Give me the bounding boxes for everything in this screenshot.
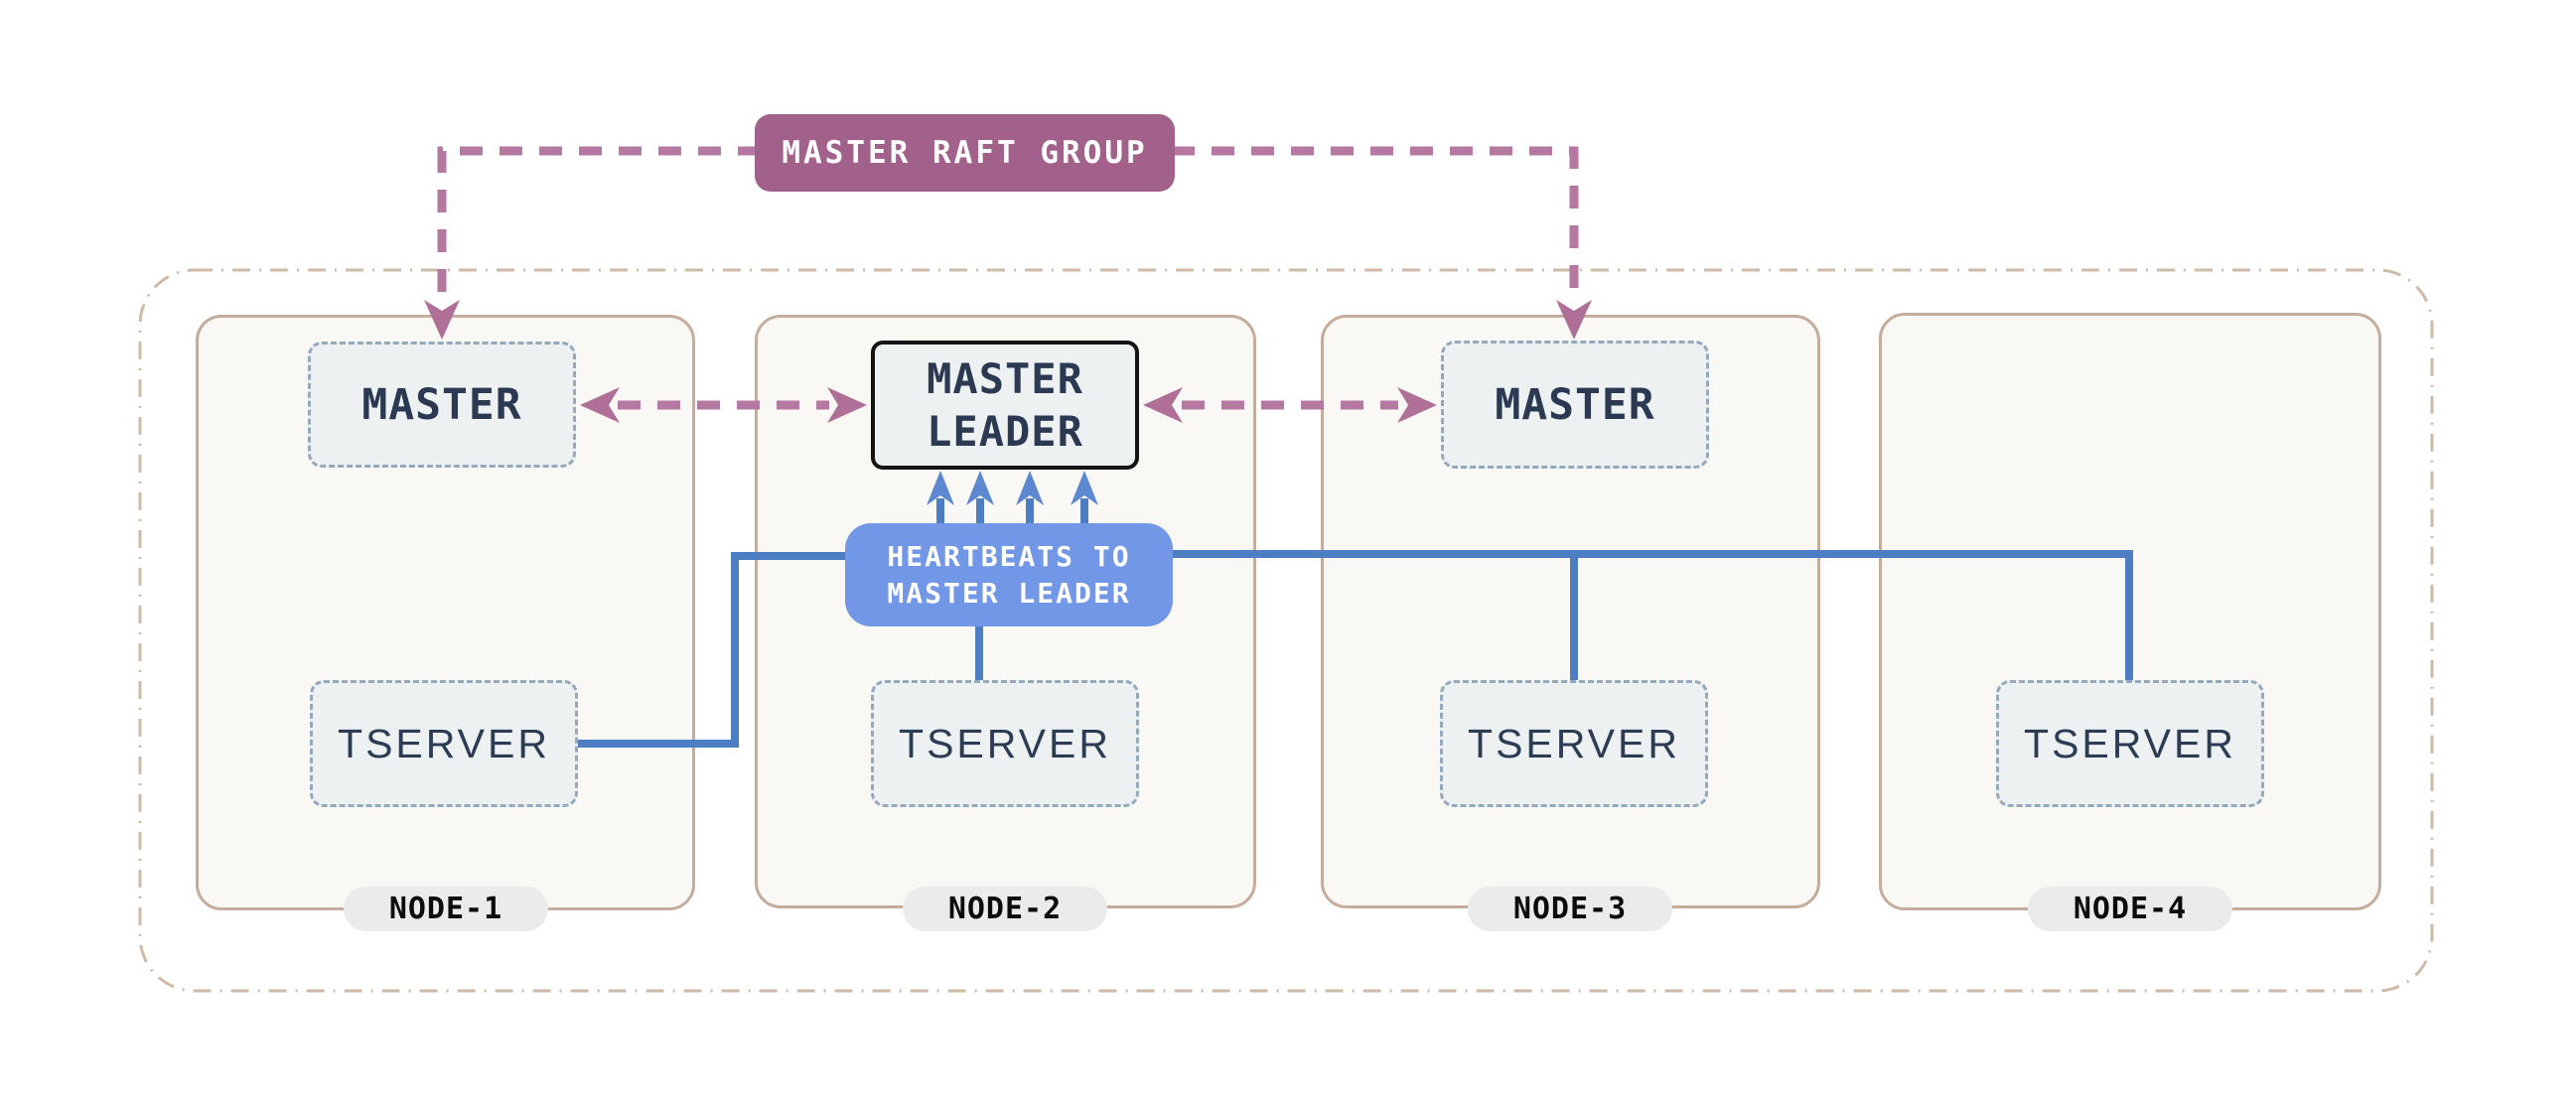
master-leader-line2: LEADER bbox=[927, 407, 1083, 456]
node-3-master-label: MASTER bbox=[1495, 379, 1655, 430]
node-3-tserver-box: TSERVER bbox=[1440, 680, 1708, 807]
master-raft-group-box: MASTER RAFT GROUP bbox=[755, 114, 1175, 192]
node-4-box bbox=[1879, 313, 2381, 910]
node-1-label: NODE-1 bbox=[388, 892, 503, 926]
node-3-label: NODE-3 bbox=[1512, 892, 1628, 926]
heartbeats-line1: HEARTBEATS TO bbox=[887, 540, 1131, 573]
heartbeats-line2: MASTER LEADER bbox=[887, 577, 1131, 610]
node-3-label-pill: NODE-3 bbox=[1468, 887, 1672, 931]
node-2-label-pill: NODE-2 bbox=[903, 887, 1107, 931]
node-4-label: NODE-4 bbox=[2073, 892, 2188, 926]
master-leader-line1: MASTER bbox=[927, 354, 1083, 403]
node-1-tserver-box: TSERVER bbox=[310, 680, 578, 807]
node-1-tserver-label: TSERVER bbox=[338, 720, 550, 766]
raft-link-to-node3 bbox=[1172, 146, 1579, 294]
node-4-tserver-label: TSERVER bbox=[2024, 720, 2236, 766]
node-1-label-pill: NODE-1 bbox=[344, 887, 548, 931]
heartbeats-callout-box: HEARTBEATS TO MASTER LEADER bbox=[845, 523, 1173, 626]
master-raft-group-label: MASTER RAFT GROUP bbox=[782, 135, 1148, 171]
node-4-label-pill: NODE-4 bbox=[2028, 887, 2232, 931]
node-2-label: NODE-2 bbox=[947, 892, 1063, 926]
node-2-tserver-box: TSERVER bbox=[871, 680, 1139, 807]
node-3-master-box: MASTER bbox=[1441, 341, 1709, 469]
node-1-master-label: MASTER bbox=[361, 379, 522, 430]
node-1-master-box: MASTER bbox=[308, 342, 576, 468]
node-3-tserver-label: TSERVER bbox=[1468, 720, 1680, 766]
raft-link-to-node1 bbox=[437, 146, 761, 294]
node-4-tserver-box: TSERVER bbox=[1996, 680, 2264, 807]
node-2-tserver-label: TSERVER bbox=[899, 720, 1111, 766]
master-leader-box: MASTER LEADER bbox=[871, 341, 1139, 470]
